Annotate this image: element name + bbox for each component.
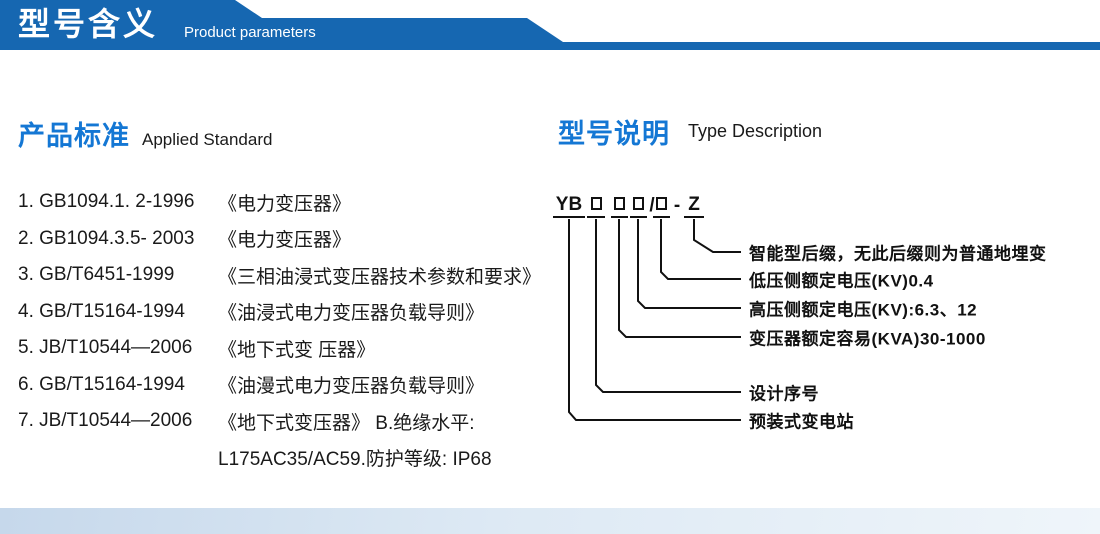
model-code-box-hv (630, 194, 647, 218)
standard-title: 《电力变压器》 (218, 193, 352, 215)
footer-gradient-bar (0, 508, 1100, 534)
standard-title: 《地下式变 压器》 (218, 339, 376, 361)
standards-list: 1. GB1094.1. 2-1996 《电力变压器》 2. GB1094.3.… (18, 184, 548, 476)
standard-title: 《三相油浸式变压器技术参数和要求》 (218, 266, 542, 288)
list-item: 2. GB1094.3.5- 2003 《电力变压器》 (18, 221, 548, 258)
list-item: L175AC35/AC59.防护等级: IP68 (18, 440, 548, 477)
standard-code: 5. JB/T10544—2006 (18, 337, 193, 359)
standard-title: L175AC35/AC59.防护等级: IP68 (218, 449, 492, 471)
list-item: 5. JB/T10544—2006 《地下式变 压器》 (18, 330, 548, 367)
list-item: 4. GB/T15164-1994 《油浸式电力变压器负载导则》 (18, 294, 548, 331)
model-code-slash: / (649, 195, 655, 216)
standard-title: 《电力变压器》 (218, 230, 352, 252)
model-code-suffix: Z (684, 194, 704, 218)
connector-lines (568, 219, 741, 421)
model-code-diagram: YB / - Z 智能型后缀，无此后缀则为普通地埋变 低压侧额定电压(KV)0.… (545, 190, 1090, 438)
standard-title: 《油浸式电力变压器负载导则》 (218, 303, 485, 325)
model-code-box-capacity (611, 194, 628, 218)
applied-standard-heading: 产品标准 Applied Standard (18, 114, 272, 153)
standard-code: 6. GB/T15164-1994 (18, 373, 185, 395)
list-item: 3. GB/T6451-1999 《三相油浸式变压器技术参数和要求》 (18, 257, 548, 294)
banner-subtitle: Product parameters (184, 24, 316, 41)
model-code-prefix: YB (553, 194, 585, 218)
standard-code: 2. GB1094.3.5- 2003 (18, 227, 195, 249)
list-item: 7. JB/T10544—2006 《地下式变压器》 B.绝缘水平: (18, 403, 548, 440)
label-hv-voltage: 高压侧额定电压(KV):6.3、12 (749, 300, 978, 320)
label-prefab-substation: 预装式变电站 (749, 412, 854, 432)
placeholder-box-icon (614, 197, 625, 210)
standard-code: 1. GB1094.1. 2-1996 (18, 191, 195, 213)
standard-code: 4. GB/T15164-1994 (18, 300, 185, 322)
standard-title: 《地下式变压器》 B.绝缘水平: (218, 412, 475, 434)
label-design-serial: 设计序号 (749, 384, 819, 404)
banner: 型号含义 Product parameters (0, 0, 1100, 52)
standard-title: 《油漫式电力变压器负载导则》 (218, 376, 485, 398)
banner-title: 型号含义 (18, 6, 159, 42)
applied-standard-heading-en: Applied Standard (142, 130, 273, 149)
label-smart-suffix: 智能型后缀，无此后缀则为普通地埋变 (749, 244, 1047, 264)
placeholder-box-icon (633, 197, 644, 210)
label-lv-voltage: 低压侧额定电压(KV)0.4 (749, 271, 934, 291)
type-description-heading-en: Type Description (688, 121, 823, 141)
model-code-dash: - (673, 195, 681, 216)
placeholder-box-icon (656, 197, 667, 210)
type-description-heading-cn: 型号说明 (558, 119, 670, 149)
standard-code: 3. GB/T6451-1999 (18, 264, 175, 286)
list-item: 6. GB/T15164-1994 《油漫式电力变压器负载导则》 (18, 367, 548, 404)
standard-code: 7. JB/T10544—2006 (18, 410, 193, 432)
list-item: 1. GB1094.1. 2-1996 《电力变压器》 (18, 184, 548, 221)
placeholder-box-icon (590, 197, 602, 210)
model-code-box-design (587, 194, 605, 218)
type-description-heading: 型号说明 Type Description (558, 112, 822, 151)
applied-standard-heading-cn: 产品标准 (18, 121, 130, 151)
banner-background (0, 0, 1100, 50)
label-rated-capacity: 变压器额定容易(KVA)30-1000 (749, 329, 986, 349)
model-code-box-lv (653, 194, 670, 218)
